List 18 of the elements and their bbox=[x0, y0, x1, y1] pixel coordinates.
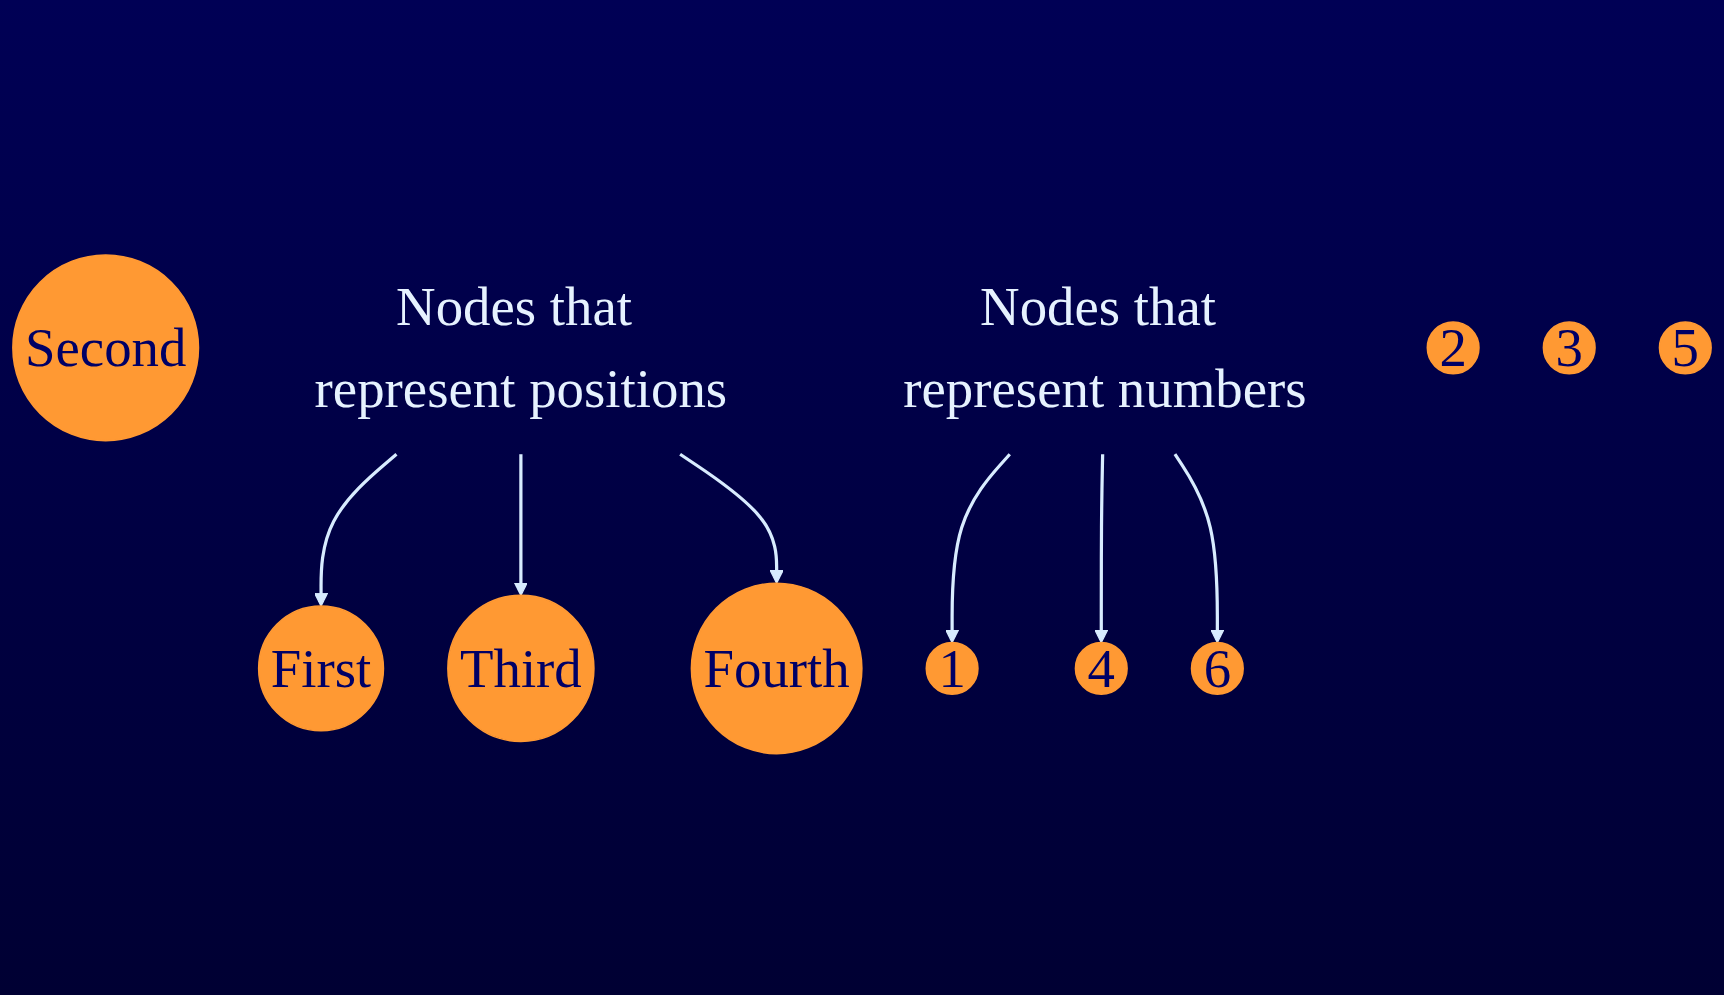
arrow bbox=[945, 453, 1011, 644]
node-circle: Third bbox=[447, 594, 595, 743]
arrow bbox=[313, 453, 398, 607]
arrow bbox=[1094, 454, 1109, 644]
node-circle: First bbox=[257, 605, 385, 732]
node-text: Nodes that represent positions bbox=[314, 276, 728, 419]
arrow bbox=[513, 454, 528, 597]
arrow bbox=[1173, 453, 1225, 644]
node-circle: 3 bbox=[1542, 321, 1596, 375]
arrow bbox=[679, 452, 784, 584]
node-circle: 5 bbox=[1658, 321, 1712, 375]
node-circle: Second bbox=[12, 254, 200, 442]
node-circle: Fourth bbox=[690, 582, 863, 755]
node-circle: 4 bbox=[1074, 641, 1128, 695]
node-circle: 1 bbox=[925, 641, 979, 695]
node-circle: 2 bbox=[1426, 321, 1480, 375]
node-text: Nodes that represent numbers bbox=[903, 276, 1307, 419]
node-circle: 6 bbox=[1190, 641, 1244, 695]
